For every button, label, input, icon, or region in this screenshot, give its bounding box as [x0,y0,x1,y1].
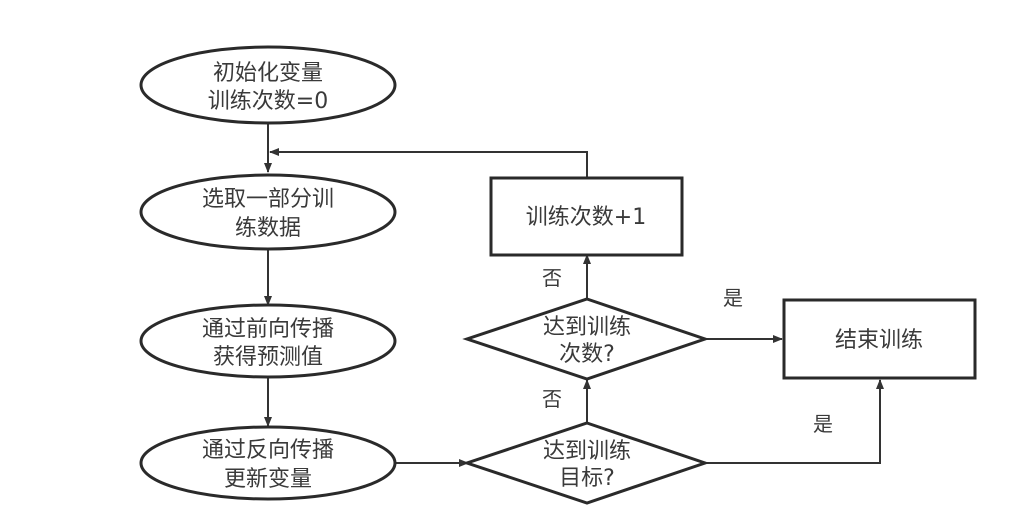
edge-label-count-increment: 否 [542,266,562,290]
node-forward-line2: 获得预测值 [213,345,323,370]
edge-label-goal-count: 否 [542,387,562,411]
node-backward: 通过反向传播 更新变量 [139,425,397,501]
ellipse-shape [139,303,397,379]
edge-goal-end [705,379,884,464]
node-count-line1: 达到训练 [543,315,631,340]
node-init: 初始化变量 训练次数=0 [139,45,397,125]
edge-increment-select [269,148,588,178]
node-count-line2: 次数? [559,342,615,367]
node-forward-line1: 通过前向传播 [202,317,334,342]
node-select-line1: 选取一部分训 [202,187,334,212]
node-count: 达到训练 次数? [462,297,710,381]
node-increment: 训练次数+1 [489,176,684,257]
edges [264,122,884,467]
ellipse-shape [139,425,397,501]
node-increment-label: 训练次数+1 [526,205,646,230]
node-backward-line2: 更新变量 [224,467,312,492]
node-init-line1: 初始化变量 [213,61,323,86]
node-forward: 通过前向传播 获得预测值 [139,303,397,379]
node-goal-line2: 目标? [559,466,615,491]
diamond-shape [462,297,710,381]
node-init-line2: 训练次数=0 [208,89,328,114]
rect-shape [782,298,977,380]
ellipse-shape [139,173,397,251]
diamond-shape [462,421,710,505]
node-goal-line1: 达到训练 [543,439,631,464]
edge-label-goal-end: 是 [813,412,833,436]
ellipse-shape [139,45,397,125]
node-select-line2: 练数据 [235,216,301,241]
node-select: 选取一部分训 练数据 [139,173,397,251]
node-end: 结束训练 [782,298,977,380]
rect-shape [489,176,684,257]
node-goal: 达到训练 目标? [462,421,710,505]
edge-label-count-end: 是 [723,286,743,310]
node-backward-line1: 通过反向传播 [202,438,334,463]
node-end-label: 结束训练 [835,328,923,353]
